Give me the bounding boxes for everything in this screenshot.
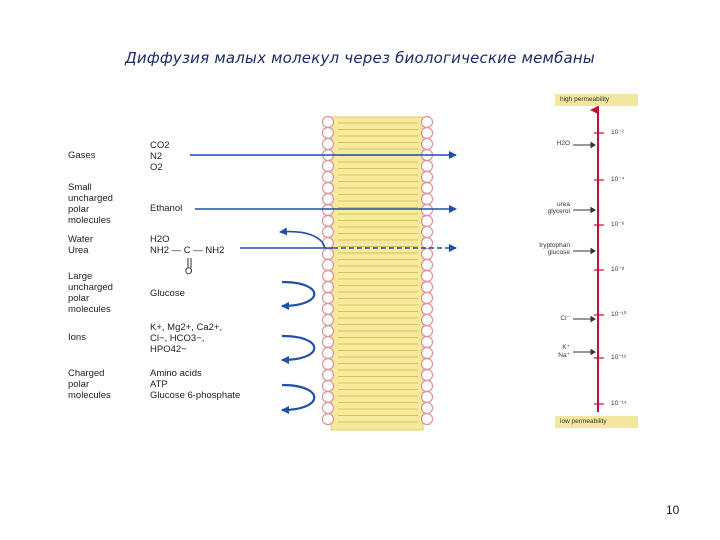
scale-tick-label: 10⁻¹² xyxy=(611,354,626,361)
lipid-head xyxy=(321,280,335,294)
page-number: 10 xyxy=(666,503,680,517)
lipid-head xyxy=(420,137,434,151)
lipid-head xyxy=(420,302,434,316)
lipid-head xyxy=(420,280,434,294)
gases-label: Gases xyxy=(68,150,96,161)
lipid-head xyxy=(321,346,335,360)
scale-bottom-box xyxy=(555,416,638,428)
scale-pointer-head xyxy=(590,141,596,149)
lipid-head xyxy=(420,126,434,140)
scale-pointer-head xyxy=(590,247,596,255)
lipid-head xyxy=(321,115,335,129)
lipid-head xyxy=(321,401,335,415)
scale-tick-label: 10⁻¹⁴ xyxy=(611,400,627,407)
lipid-head xyxy=(420,203,434,217)
lipid-head xyxy=(420,225,434,239)
scale-pointer-head xyxy=(590,315,596,323)
glucose-bounce-arrow xyxy=(281,280,316,310)
lipid-head xyxy=(321,379,335,393)
lipid-head xyxy=(321,203,335,217)
scale-tick-label: 10⁻² xyxy=(611,129,624,136)
lipid-head xyxy=(321,126,335,140)
lipid-head xyxy=(420,390,434,404)
lipid-head xyxy=(321,390,335,404)
lipid-head xyxy=(420,247,434,261)
lipid-head xyxy=(420,214,434,228)
lipid-head xyxy=(321,313,335,327)
scale-bottom-label: low permeability xyxy=(560,418,607,425)
lipid-head xyxy=(420,346,434,360)
ions-bounce-arrow xyxy=(281,334,316,364)
lipid-head xyxy=(321,335,335,349)
lipid-head xyxy=(420,379,434,393)
permeability-scale xyxy=(555,94,638,428)
lipid-head xyxy=(420,324,434,338)
scale-top-label: high permeability xyxy=(560,96,610,103)
lipid-head xyxy=(321,247,335,261)
charged-bounce-arrow xyxy=(281,383,316,414)
scale-tick-label: 10⁻⁶ xyxy=(611,221,625,228)
scale-marker-label: Cl⁻ xyxy=(560,315,570,322)
scale-marker-label: K⁺Na⁺ xyxy=(558,344,570,359)
lipid-head xyxy=(321,170,335,184)
slide-title: Диффузия малых молекул через биологическ… xyxy=(125,49,595,67)
lipid-head xyxy=(420,269,434,283)
lipid-head xyxy=(321,302,335,316)
lipid-head xyxy=(321,192,335,206)
ethanol-label: Ethanol xyxy=(150,203,183,214)
lipid-head xyxy=(420,170,434,184)
lipid-head xyxy=(420,258,434,272)
lipid-head xyxy=(420,335,434,349)
lipid-head xyxy=(321,137,335,151)
ions-label: Ions xyxy=(68,332,86,343)
lipid-head xyxy=(420,159,434,173)
lipid-head xyxy=(321,324,335,338)
scale-pointer-head xyxy=(590,206,596,214)
lipid-head xyxy=(321,159,335,173)
lipid-head xyxy=(420,181,434,195)
glucose-label: Glucose xyxy=(150,288,185,299)
lipid-head xyxy=(321,225,335,239)
water-partial-arrow xyxy=(279,227,326,249)
lipid-head xyxy=(420,313,434,327)
lipid-head xyxy=(321,291,335,305)
lipid-head xyxy=(321,269,335,283)
lipid-bilayer xyxy=(321,115,434,431)
scale-pointer-head xyxy=(590,348,596,356)
lipid-head xyxy=(420,291,434,305)
scale-tick-label: 10⁻⁴ xyxy=(611,176,625,183)
scale-top-box xyxy=(555,94,638,106)
lipid-head xyxy=(321,181,335,195)
scale-tick-label: 10⁻¹⁰ xyxy=(611,311,627,318)
lipid-head xyxy=(420,192,434,206)
lipid-head xyxy=(420,357,434,371)
urea-carbonyl-o: O xyxy=(185,266,193,277)
lipid-head xyxy=(321,368,335,382)
lipid-head xyxy=(420,115,434,129)
lipid-head xyxy=(420,368,434,382)
lipid-head xyxy=(321,357,335,371)
lipid-head xyxy=(420,401,434,415)
lipid-head xyxy=(321,258,335,272)
lipid-head xyxy=(420,412,434,426)
lipid-head xyxy=(321,412,335,426)
ion-molecules: K+, Mg2+, Ca2+,Cl−, HCO3−,HPO42− xyxy=(150,322,223,355)
scale-tick-label: 10⁻⁸ xyxy=(611,266,625,273)
lipid-head xyxy=(321,214,335,228)
lipid-head xyxy=(420,236,434,250)
membrane-heads-left xyxy=(321,115,335,426)
membrane-heads-right xyxy=(420,115,434,426)
scale-marker-label: H2O xyxy=(556,140,570,147)
